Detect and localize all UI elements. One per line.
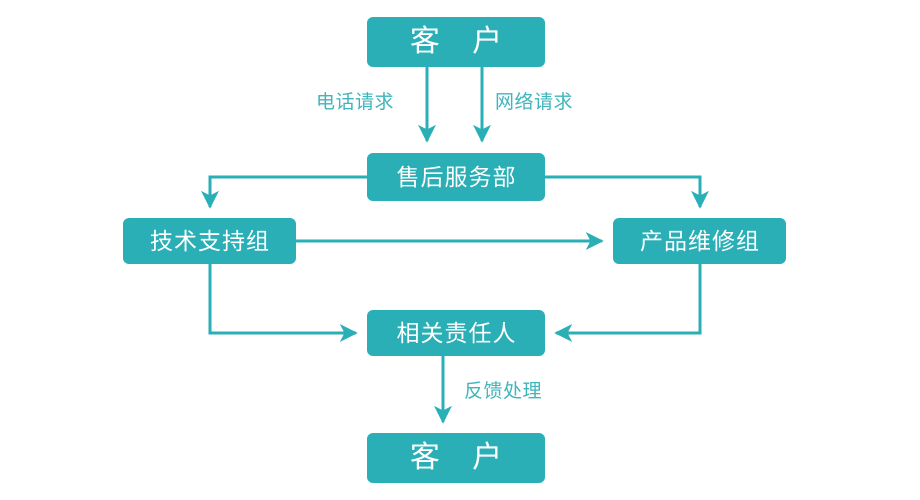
node-customer-top[interactable]: 客 户	[367, 17, 545, 67]
edge-label-feedback-processing: 反馈处理	[464, 381, 543, 402]
edge-label-phone-request: 电话请求	[316, 92, 395, 113]
node-customer-bottom-label: 客 户	[409, 441, 515, 474]
connector-product-repair-to-responsible	[554, 264, 702, 342]
node-responsible-label: 相关责任人	[396, 319, 517, 346]
connector-tech-support-to-responsible	[208, 264, 358, 342]
node-customer-bottom[interactable]: 客 户	[367, 433, 545, 483]
edge-label-network-request: 网络请求	[495, 92, 574, 113]
node-tech-support[interactable]: 技术支持组	[123, 218, 296, 264]
node-customer-top-label: 客 户	[409, 25, 515, 58]
node-tech-support-label: 技术支持组	[150, 227, 270, 254]
node-service-dept[interactable]: 售后服务部	[367, 153, 545, 201]
connector-dept-to-tech-support	[201, 175, 367, 209]
node-product-repair[interactable]: 产品维修组	[613, 218, 786, 264]
node-product-repair-label: 产品维修组	[640, 227, 760, 254]
node-service-dept-label: 售后服务部	[396, 163, 517, 190]
node-responsible[interactable]: 相关责任人	[367, 310, 545, 356]
connector-dept-to-product-repair	[545, 175, 709, 209]
